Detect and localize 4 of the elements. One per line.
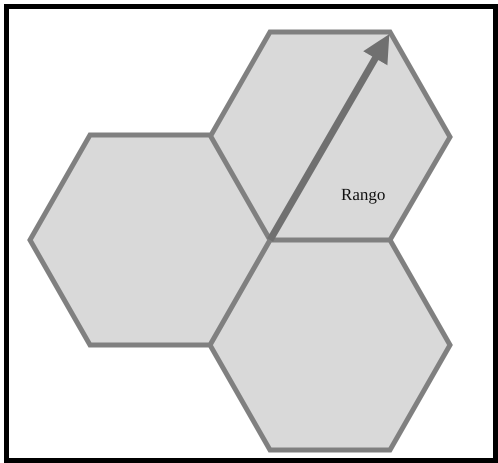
hexagon-cell — [207, 30, 453, 242]
hexagon-cell — [207, 238, 453, 452]
hexagon-cell — [27, 132, 273, 348]
range-label: Rango — [341, 185, 386, 205]
